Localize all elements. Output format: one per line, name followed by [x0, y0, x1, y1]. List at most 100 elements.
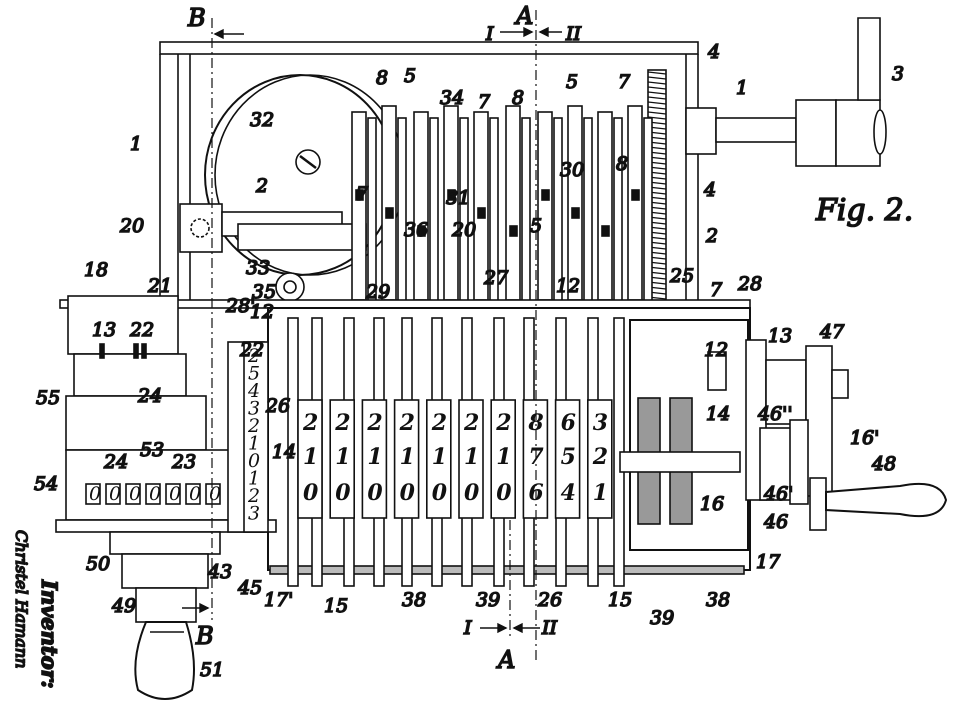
ref-1: 1: [130, 133, 142, 155]
ref-32: 32: [250, 109, 274, 131]
ref-23: 23: [171, 451, 196, 473]
ref-46-prime: 46': [763, 483, 793, 505]
counter-digit-middle: 1: [496, 444, 511, 470]
register-window: [85, 483, 101, 505]
ref-34: 34: [440, 87, 464, 109]
ref-8: 8: [616, 153, 628, 175]
counter-digit-bottom: 0: [303, 480, 319, 506]
ref-15: 15: [608, 589, 632, 611]
counter-digit-middle: 1: [432, 444, 447, 470]
ref-31: 31: [446, 187, 470, 209]
counter-digit-middle: 1: [335, 444, 350, 470]
counter-wheel-window: [297, 399, 323, 519]
crank-handle-48: [809, 369, 948, 531]
register-digit: 0: [149, 483, 161, 505]
ref-2: 2: [255, 175, 268, 197]
ref-4: 4: [707, 41, 720, 63]
upper-housing: [159, 41, 699, 305]
left-wheel-digit: 5: [248, 363, 260, 385]
counter-digit-bottom: 0: [400, 480, 416, 506]
counter-wheel-window: [425, 399, 452, 519]
counter-digit-top: 2: [334, 410, 350, 436]
ref-27: 27: [483, 267, 509, 289]
register-digit: 0: [109, 483, 121, 505]
ref-45: 45: [237, 577, 262, 599]
rack-tooth: [647, 71, 667, 75]
rack-tooth: [647, 111, 667, 115]
lever-pin: [477, 207, 486, 219]
counter-wheel-window: [586, 399, 613, 519]
counter-digit-top: 8: [527, 410, 543, 436]
ref-36: 36: [404, 219, 428, 241]
ref-14: 14: [272, 441, 296, 463]
ref-18: 18: [84, 259, 108, 281]
lever-guide: [613, 117, 623, 319]
ref-17-prime: 17': [264, 589, 293, 611]
lever-pin: [385, 207, 394, 219]
counter-digit-top: 2: [463, 410, 479, 436]
ref-7: 7: [478, 91, 491, 113]
ref-39: 39: [476, 589, 500, 611]
lever-guide: [643, 117, 653, 319]
ref-24: 24: [103, 451, 128, 473]
section-mark-ii-bottom: II: [541, 617, 558, 639]
ref-3: 3: [892, 63, 904, 85]
left-wheel-digit: 0: [248, 450, 260, 472]
rack-tooth: [647, 76, 667, 80]
counter-digit-bottom: 0: [335, 480, 351, 506]
counter-digit-bottom: 0: [432, 480, 448, 506]
counter-wheel-window: [554, 399, 581, 519]
counter-digit-bottom: 0: [367, 480, 383, 506]
rack-tooth: [647, 91, 667, 95]
left-digit-wheel: [227, 341, 269, 533]
register-window: [185, 483, 201, 505]
crank-3: [685, 17, 887, 167]
ref-55: 55: [36, 387, 60, 409]
ref-2: 2: [705, 225, 718, 247]
reference-numerals: 1 1 2 2 3 4 4 5 5 5 7 7 7 7 8 8 8 12 12 …: [33, 40, 905, 682]
counter-digit-bottom: 0: [464, 480, 480, 506]
lever-pin: [355, 189, 364, 201]
ref-53: 53: [140, 439, 164, 461]
register-digit: 0: [89, 483, 101, 505]
ref-50: 50: [86, 553, 110, 575]
ref-17: 17: [756, 551, 781, 573]
section-mark-a-bottom: A: [496, 646, 515, 674]
rack-tooth: [647, 101, 667, 105]
lever-pin: [417, 225, 426, 237]
lever-guide: [459, 117, 469, 319]
rack-tooth: [647, 106, 667, 110]
counter-digit-middle: 1: [400, 444, 415, 470]
counter-digit-top: 2: [366, 410, 382, 436]
ref-7: 7: [356, 183, 369, 205]
counter-digit-top: 2: [302, 410, 318, 436]
register-digit: 0: [209, 483, 221, 505]
ref-33: 33: [246, 257, 270, 279]
left-register: [55, 295, 277, 533]
ref-13: 13: [92, 319, 116, 341]
left-wheel-digit: 1: [248, 468, 260, 490]
ref-29: 29: [365, 281, 390, 303]
counter-wheel-window: [329, 399, 356, 519]
ref-13: 13: [768, 325, 792, 347]
section-arrows: [182, 26, 562, 634]
counter-digit-top: 3: [593, 410, 608, 436]
right-gear-block: [619, 319, 833, 551]
counter-digit-bottom: 4: [561, 480, 576, 506]
ref-7: 7: [618, 71, 631, 93]
left-wheel-digit: 2: [247, 415, 260, 437]
counter-digit-top: 2: [399, 410, 415, 436]
ref-12: 12: [250, 301, 274, 323]
ref-30: 30: [560, 159, 584, 181]
ref-26: 26: [265, 395, 290, 417]
left-wheel-digit: 3: [248, 503, 260, 525]
lever-pin: [509, 225, 518, 237]
ref-28-prime: 28': [225, 295, 255, 317]
ref-5: 5: [404, 65, 416, 87]
counter-digit-middle: 5: [561, 444, 576, 470]
lever-guide: [583, 117, 593, 319]
left-wheel-digit: 3: [248, 398, 260, 420]
